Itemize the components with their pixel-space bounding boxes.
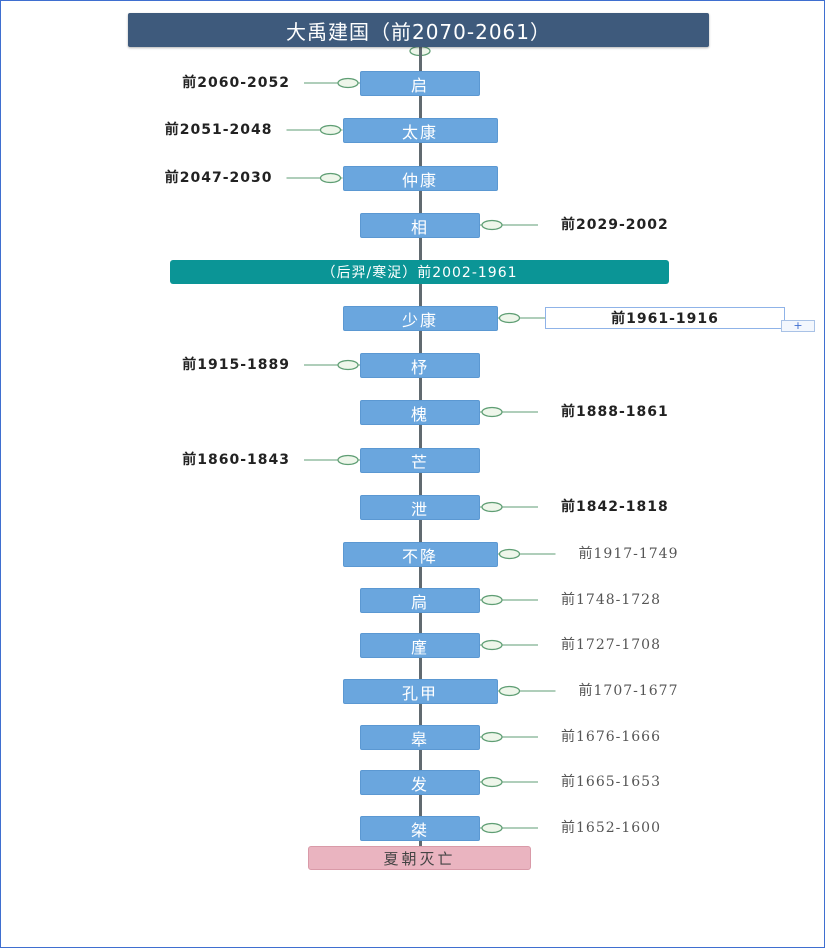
collapse-dot-icon[interactable]: [337, 77, 359, 89]
reign-node[interactable]: 仲康: [342, 166, 498, 191]
reign-dates: 前2029-2002: [561, 217, 669, 233]
collapse-dot-icon[interactable]: [481, 822, 503, 834]
interlude-node[interactable]: （后羿/寒浞）前2002-1961: [170, 260, 669, 284]
collapse-dot-icon[interactable]: [481, 731, 503, 743]
collapse-dot-icon[interactable]: [337, 454, 359, 466]
reign-node[interactable]: 发: [360, 770, 480, 795]
reign-dates: 前1652-1600: [561, 820, 661, 836]
reign-node[interactable]: 槐: [360, 400, 480, 425]
reign-node[interactable]: 不降: [342, 542, 498, 567]
root-node[interactable]: 大禹建国（前2070-2061）: [128, 13, 709, 47]
reign-node[interactable]: 孔甲: [342, 679, 498, 704]
reign-dates: 前1707-1677: [578, 683, 679, 699]
timeline-spine: [419, 47, 422, 846]
collapse-dot-icon[interactable]: [481, 406, 503, 418]
reign-dates: 前1860-1843: [182, 452, 290, 468]
reign-node[interactable]: 桀: [360, 816, 480, 841]
reign-dates: 前1915-1889: [182, 357, 290, 373]
collapse-dot-icon[interactable]: [481, 594, 503, 606]
collapse-dot-icon[interactable]: [498, 548, 521, 560]
reign-dates-selected[interactable]: 前1961-1916: [545, 307, 785, 329]
collapse-dot-icon[interactable]: [481, 639, 503, 651]
collapse-dot-icon[interactable]: [481, 776, 503, 788]
reign-node[interactable]: 相: [360, 213, 480, 238]
reign-node[interactable]: 杼: [360, 353, 480, 378]
end-node[interactable]: 夏朝灭亡: [308, 846, 531, 870]
collapse-dot-icon[interactable]: [498, 685, 521, 697]
reign-dates: 前1842-1818: [561, 499, 669, 515]
collapse-dot-icon[interactable]: [337, 359, 359, 371]
reign-node[interactable]: 廑: [360, 633, 480, 658]
reign-dates: 前1748-1728: [561, 592, 661, 608]
reign-dates: 前1917-1749: [578, 546, 679, 562]
reign-dates: 前2060-2052: [182, 75, 290, 91]
reign-node[interactable]: 少康: [342, 306, 498, 331]
reign-node[interactable]: 太康: [342, 118, 498, 143]
reign-dates: 前1665-1653: [561, 774, 661, 790]
reign-dates: 前1676-1666: [561, 729, 661, 745]
reign-node[interactable]: 泄: [360, 495, 480, 520]
reign-dates: 前2051-2048: [164, 122, 273, 138]
collapse-dot-icon[interactable]: [319, 124, 342, 136]
plus-icon[interactable]: +: [781, 320, 815, 332]
reign-node[interactable]: 皋: [360, 725, 480, 750]
reign-node[interactable]: 启: [360, 71, 480, 96]
collapse-dot-icon[interactable]: [481, 219, 503, 231]
collapse-dot-icon[interactable]: [319, 172, 342, 184]
reign-node[interactable]: 芒: [360, 448, 480, 473]
collapse-dot-icon[interactable]: [481, 501, 503, 513]
reign-dates: 前1888-1861: [561, 404, 669, 420]
reign-dates: 前1727-1708: [561, 637, 661, 653]
reign-node[interactable]: 扃: [360, 588, 480, 613]
reign-dates: 前2047-2030: [164, 170, 273, 186]
collapse-dot-icon[interactable]: [498, 312, 521, 324]
